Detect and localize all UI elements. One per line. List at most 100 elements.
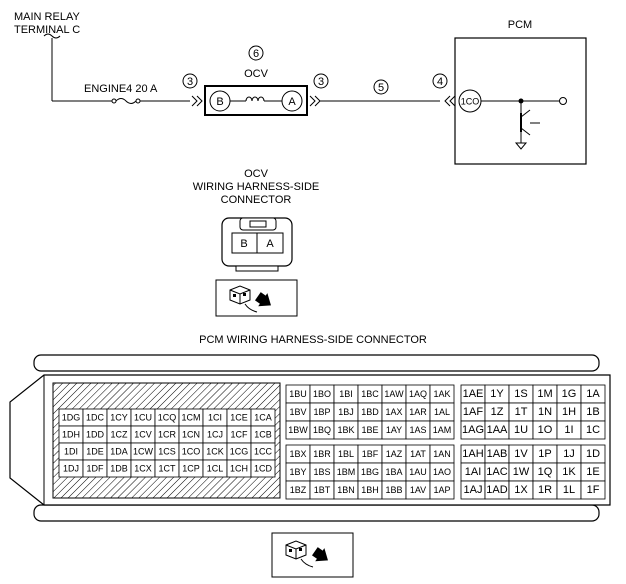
pin-label: 1BY: [289, 467, 306, 477]
pin-label: 1U: [514, 424, 528, 436]
pin-cell: [580, 480, 606, 500]
pin-label: 1J: [563, 448, 575, 460]
callout-6: [248, 45, 264, 61]
pin-label: 1AP: [433, 485, 450, 495]
pin-label: 1BK: [337, 425, 354, 435]
pin-label: 1AT: [410, 449, 426, 459]
pin-label: 1AB: [487, 448, 508, 460]
pin-label: 1CV: [134, 430, 152, 440]
pin-label: 1AE: [463, 388, 484, 400]
pin-label: 1DH: [62, 430, 80, 440]
pin-label: 1CH: [230, 464, 248, 474]
pin-label: 1BL: [338, 449, 354, 459]
pin-label: 1AY: [386, 425, 402, 435]
ocv-connector-title-1: OCV: [244, 168, 269, 180]
pin-label: 1DG: [62, 413, 81, 423]
pin-label: 1K: [562, 466, 576, 478]
pin-label: 1CJ: [207, 430, 223, 440]
pin-label: 1X: [514, 484, 528, 496]
pin-label: 1BQ: [313, 425, 331, 435]
connector-view-icon: [229, 285, 258, 313]
pin-label: 1AO: [433, 467, 451, 477]
pin-label: 1BZ: [290, 485, 307, 495]
ocv-pin-a: A: [266, 238, 274, 250]
pin-label: 1DI: [64, 447, 78, 457]
connector-view-icon: [285, 540, 314, 568]
callout-3-left-text: 3: [187, 76, 193, 88]
callout-5: [373, 79, 389, 95]
pin-label: 1CC: [254, 447, 273, 457]
pin-label: 1BG: [361, 467, 379, 477]
ocv-label: OCV: [244, 68, 269, 80]
pin-label: 1BN: [337, 485, 355, 495]
transistor-lead-c: [520, 109, 531, 118]
pin-label: 1DE: [86, 447, 104, 457]
pin-label: 1G: [562, 388, 577, 400]
pin-cell: [580, 420, 606, 440]
pin-label: 1M: [537, 388, 552, 400]
pin-label: 1CW: [133, 447, 154, 457]
pin-label: 1BS: [313, 467, 330, 477]
ocv-connector-base: [235, 265, 279, 272]
pin-label: 1V: [514, 448, 528, 460]
pin-label: 1BJ: [338, 407, 354, 417]
pin-label: 1BX: [289, 449, 306, 459]
coil-icon: [245, 96, 265, 102]
pin-label: 1H: [562, 406, 576, 418]
pin-label: 1CE: [230, 413, 248, 423]
ocv-connector-view: OCV WIRING HARNESS-SIDE CONNECTOR B A: [193, 168, 320, 317]
pin-cell: [429, 420, 455, 440]
pin-label: 1AV: [410, 485, 426, 495]
pin-label: 1D: [586, 448, 600, 460]
pin-label: 1AI: [465, 466, 482, 478]
pin-label: 1S: [514, 388, 527, 400]
pin-label: 1CP: [182, 464, 200, 474]
fuse-label: ENGINE4 20 A: [84, 83, 158, 95]
transistor-lead-e: [520, 127, 531, 136]
pin-label: 1CA: [254, 413, 272, 423]
connector-chevron-left-icon: [191, 95, 203, 107]
pcm-connector-tab-bottom: [33, 504, 600, 522]
pin-label: 1AD: [486, 484, 507, 496]
pin-label: 1CQ: [158, 413, 177, 423]
pin-label: 1I: [564, 424, 573, 436]
main-relay-label-line2: TERMINAL C: [14, 24, 80, 36]
pin-label: 1DF: [86, 464, 104, 474]
pin-label: 1CM: [181, 413, 200, 423]
pin-label: 1CU: [134, 413, 152, 423]
ocv-connector-title-2: WIRING HARNESS-SIDE: [193, 181, 320, 193]
pin-label: 1AW: [384, 389, 404, 399]
pin-label: 1AJ: [464, 484, 483, 496]
pin-label: 1AZ: [386, 449, 403, 459]
pin-label: 1Z: [491, 406, 504, 418]
callout-6-text: 6: [253, 48, 259, 60]
ocv-pin-b: B: [240, 238, 247, 250]
pin-label: 1AM: [433, 425, 452, 435]
pin-label: 1AU: [409, 467, 427, 477]
pin-label: 1CY: [110, 413, 128, 423]
pin-label: 1F: [587, 484, 600, 496]
pin-label: 1AK: [433, 389, 450, 399]
pin-label: 1CI: [208, 413, 222, 423]
callout-3-right: [313, 73, 329, 89]
pcm-connector-title: PCM WIRING HARNESS-SIDE CONNECTOR: [199, 334, 427, 346]
pin-label: 1N: [538, 406, 552, 418]
pin-label: 1BH: [361, 485, 379, 495]
pin-label: 1AN: [433, 449, 451, 459]
pin-label: 1E: [586, 466, 599, 478]
pin-label: 1AC: [486, 466, 507, 478]
callout-3-right-text: 3: [318, 76, 324, 88]
pin-label: 1DB: [110, 464, 128, 474]
pin-label: 1BF: [362, 449, 379, 459]
connector-chevron-pcm-icon: [444, 95, 456, 107]
pin-label: 1BP: [313, 407, 330, 417]
connector-chevron-right-icon: [309, 95, 321, 107]
pin-label: 1BD: [361, 407, 379, 417]
pin-label: 1CR: [158, 430, 177, 440]
pin-label: 1CS: [158, 447, 176, 457]
pin-label: 1BO: [313, 389, 331, 399]
pin-label: 1BV: [289, 407, 306, 417]
